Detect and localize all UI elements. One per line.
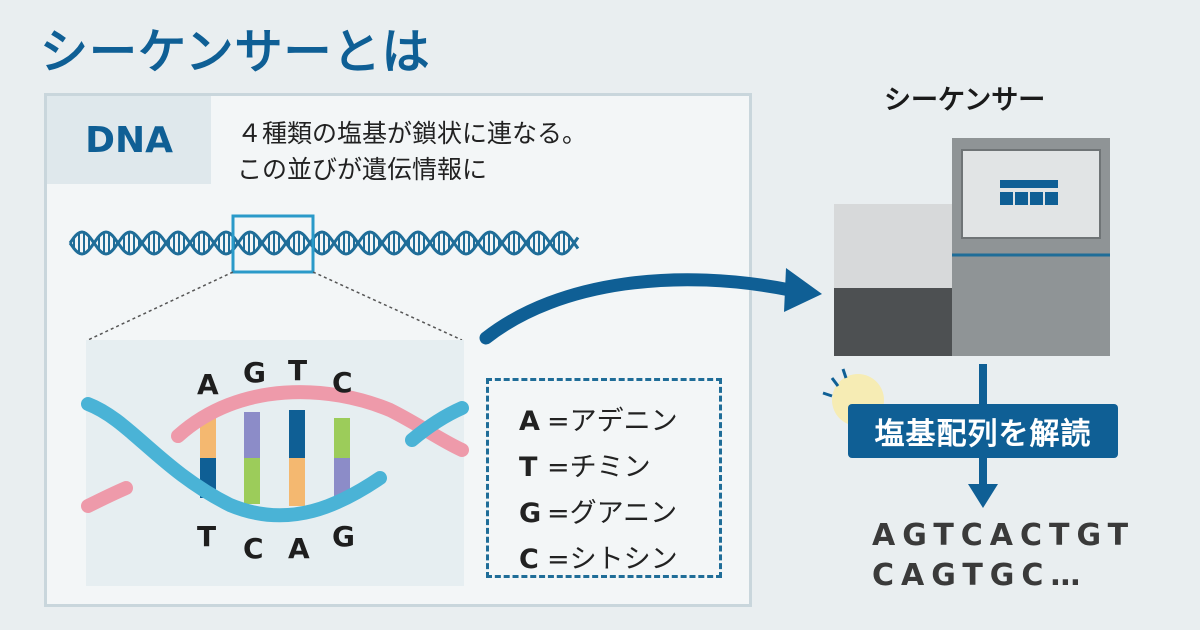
base-pair-3 xyxy=(289,410,305,506)
sequencer-machine xyxy=(834,138,1110,356)
top-base-c: C xyxy=(332,366,353,399)
zoomed-dna-strands xyxy=(81,385,469,523)
description-line-2: この並びが遺伝情報に xyxy=(237,155,488,184)
top-base-g: G xyxy=(243,356,266,389)
legend-text: =チミン xyxy=(547,452,651,483)
strand-blue-right xyxy=(405,401,469,447)
page-title: シーケンサーとは xyxy=(40,24,431,80)
legend-letter: T xyxy=(519,452,538,483)
sequencer-display-icon xyxy=(1000,180,1058,205)
zoom-line-right xyxy=(312,271,463,341)
decode-badge: 塩基配列を解読 xyxy=(848,404,1118,458)
legend-letter: G xyxy=(519,498,542,529)
dna-label: DNA xyxy=(47,96,211,184)
description-line-1: ４種類の塩基が鎖状に連なる。 xyxy=(237,119,588,148)
legend-letter: A xyxy=(519,406,540,437)
bottom-base-t: T xyxy=(197,520,216,553)
sequence-output: AGTCACTGT CAGTGC… xyxy=(872,516,1135,596)
base-legend: A=アデニン T =チミン G=グアニン C =シトシン xyxy=(486,378,722,578)
strand-blue xyxy=(81,397,387,523)
legend-text: =アデニン xyxy=(547,406,678,437)
dna-helix-strand xyxy=(68,230,580,256)
flow-arrow xyxy=(479,273,797,345)
zoomed-dna-box xyxy=(86,340,464,586)
sequence-output-line-1: AGTCACTGT xyxy=(872,518,1136,553)
legend-row-thymine: T =チミン xyxy=(519,445,719,491)
legend-row-cytosine: C =シトシン xyxy=(519,537,719,583)
legend-row-guanine: G=グアニン xyxy=(519,491,719,537)
dna-description: ４種類の塩基が鎖状に連なる。 この並びが遺伝情報に xyxy=(237,116,587,188)
bottom-base-c: C xyxy=(243,532,264,565)
base-pair-4 xyxy=(334,418,350,498)
sequencer-title: シーケンサー xyxy=(884,85,1046,116)
strand-pink xyxy=(171,385,469,457)
bottom-base-a: A xyxy=(288,532,310,565)
down-arrow-head xyxy=(968,484,998,508)
zoom-line-left xyxy=(87,271,234,341)
legend-text: =グアニン xyxy=(547,498,678,529)
legend-text: =シトシン xyxy=(547,544,678,575)
legend-row-adenine: A=アデニン xyxy=(519,399,719,445)
strand-pink-lower xyxy=(81,481,133,513)
flow-arrow-head xyxy=(784,268,822,312)
legend-letter: C xyxy=(519,544,539,575)
base-pair-2 xyxy=(244,412,260,504)
top-base-t: T xyxy=(288,354,307,387)
bottom-base-g: G xyxy=(332,520,355,553)
sequence-output-line-2: CAGTGC… xyxy=(872,558,1088,593)
top-base-a: A xyxy=(197,368,219,401)
zoom-selection-box xyxy=(231,214,315,274)
